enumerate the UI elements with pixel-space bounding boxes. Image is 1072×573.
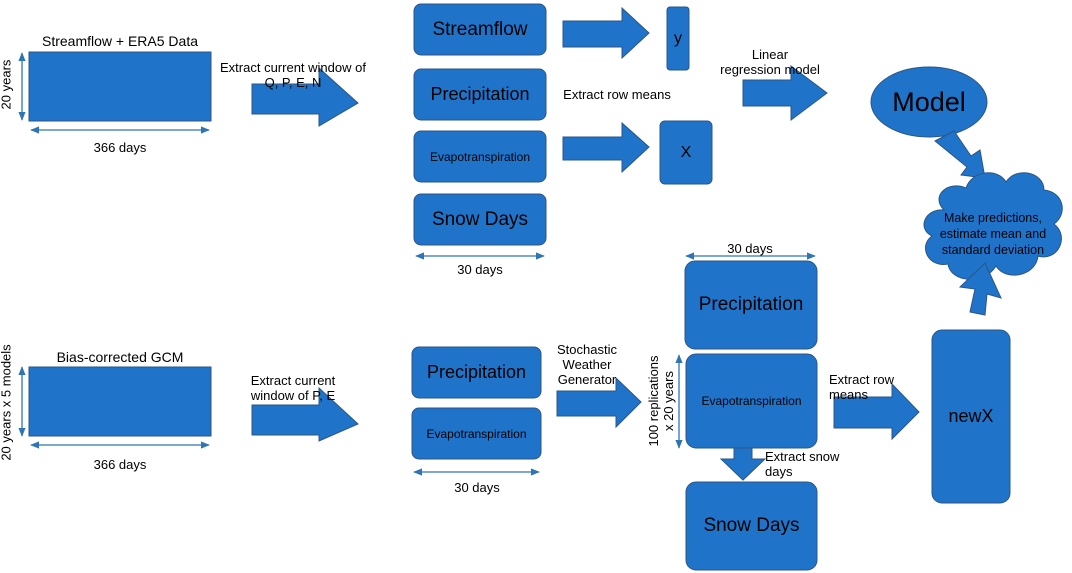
row-means-arrow: [833, 382, 920, 441]
top-regression-arrow: [742, 65, 828, 121]
bottom-extract-label: Extract current window of P, E: [250, 373, 336, 403]
top-rows-label: 20 years: [0, 59, 14, 110]
newx-box: [931, 329, 1011, 504]
snow-extract-label: Extract snow days: [765, 449, 840, 479]
snow-days-extract-arrow: [719, 447, 767, 481]
top-streamflow-label: Streamflow: [432, 18, 528, 40]
top-x-box: [659, 120, 713, 185]
predictions-cloud: [923, 172, 1063, 280]
model-ellipse: [870, 66, 988, 138]
top-streamflow-box: [413, 3, 547, 56]
generated-precipitation-box: [684, 260, 818, 350]
top-precipitation-box: [413, 68, 547, 121]
top-y-box: [666, 6, 690, 71]
top-snow-days-label: Snow Days: [431, 208, 529, 230]
bottom-data-title: Bias-corrected GCM: [56, 349, 184, 365]
bottom-data-matrix: [28, 366, 212, 437]
replications-label: 100 replications x 20 years: [646, 355, 676, 447]
top-data-title: Streamflow + ERA5 Data: [41, 33, 198, 49]
bottom-row-means-label: Extract row means: [829, 372, 895, 402]
generated-snow-days-label: Snow Days: [703, 515, 800, 536]
generated-precipitation-label: Precipitation: [698, 294, 804, 315]
top-evapotranspiration-label: Evapotranspiration: [429, 149, 531, 164]
bottom-rows-label: 20 years x 5 models: [0, 344, 14, 461]
generated-snow-days-box: [685, 481, 818, 571]
top-evap-arrow: [562, 121, 650, 174]
predictions-label: Make predictions, estimate mean and stan…: [939, 211, 1047, 257]
bottom-precipitation-label: Precipitation: [426, 362, 527, 382]
model-label: Model: [892, 86, 966, 117]
top-row-means-label: Extract row means: [563, 87, 671, 102]
bottom-evapotranspiration-box: [411, 407, 542, 460]
bottom-precipitation-box: [411, 346, 542, 399]
generated-evapotranspiration-label: Evapotranspiration: [701, 394, 802, 408]
top-snow-days-box: [413, 193, 547, 246]
newx-label: newX: [948, 406, 994, 426]
top-precipitation-label: Precipitation: [430, 84, 530, 104]
weather-generator-label: Stochastic Weather Generator: [557, 342, 617, 387]
top-window-label: 30 days: [457, 262, 503, 277]
top-extract-label: Extract current window of Q, P, E, N: [220, 60, 366, 90]
top-x-label: X: [680, 143, 692, 161]
bottom-evapotranspiration-label: Evapotranspiration: [426, 426, 527, 441]
model-to-predictions-arrow: [934, 130, 986, 179]
newx-to-predictions-arrow: [958, 262, 1002, 316]
top-regression-label: Linear regression model: [720, 47, 820, 77]
top-cols-label: 366 days: [93, 140, 147, 155]
top-extract-arrow: [251, 66, 359, 127]
weather-generator-arrow: [556, 376, 642, 429]
top-evapotranspiration-box: [413, 130, 547, 183]
top-streamflow-arrow: [562, 6, 650, 60]
top-y-label: y: [674, 29, 682, 47]
bottom-extract-arrow: [251, 386, 359, 442]
generated-window-label: 30 days: [727, 241, 773, 256]
top-data-matrix: [28, 51, 212, 122]
bottom-window-label: 30 days: [454, 480, 500, 495]
bottom-cols-label: 366 days: [93, 457, 147, 472]
